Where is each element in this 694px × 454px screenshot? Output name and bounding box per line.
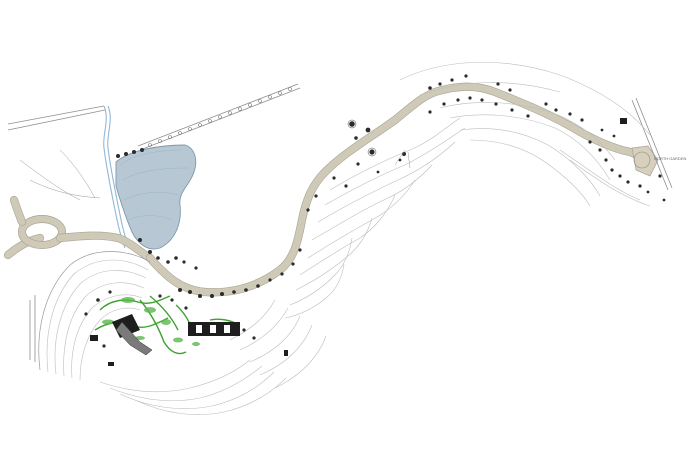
minor-linework <box>19 149 411 201</box>
reservoir <box>115 144 197 250</box>
trees <box>84 74 666 348</box>
outbuilding-1 <box>90 335 98 341</box>
southwest-hill-contours <box>29 251 327 415</box>
main-access-road <box>145 82 650 297</box>
east-turnaround: NORTH GARDEN <box>631 97 686 191</box>
outbuilding-2 <box>108 362 114 366</box>
east-contours <box>399 62 651 207</box>
outbuilding-east <box>620 118 627 124</box>
buildings <box>90 118 627 366</box>
creek <box>103 105 130 249</box>
roundabout-and-west-road <box>3 195 155 263</box>
outbuilding-3 <box>284 350 288 356</box>
middle-contours <box>284 117 466 319</box>
east-end-label: NORTH GARDEN <box>654 156 686 161</box>
terraced-structure <box>115 321 153 356</box>
embankment-ticks <box>148 87 292 147</box>
northwest-boundary-lines <box>7 83 301 151</box>
